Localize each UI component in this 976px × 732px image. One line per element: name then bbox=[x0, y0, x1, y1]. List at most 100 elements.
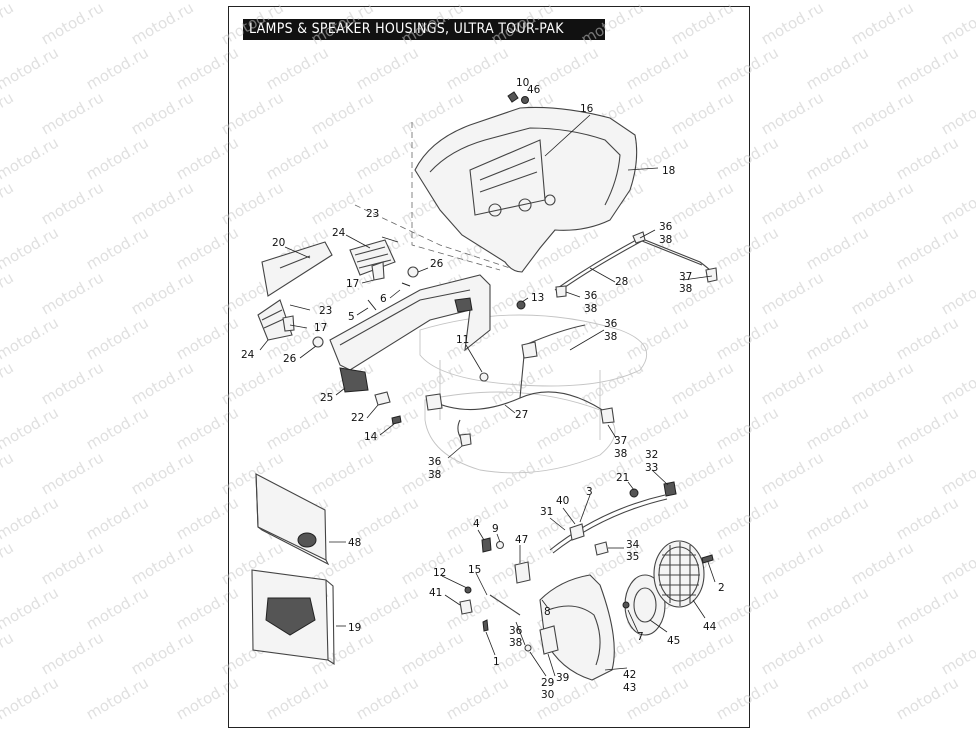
watermark-text: motod.ru bbox=[128, 358, 197, 408]
watermark-text: motod.ru bbox=[128, 448, 197, 498]
watermark-text: motod.ru bbox=[803, 43, 872, 93]
callout-11: 11 bbox=[456, 334, 469, 346]
watermark-text: motod.ru bbox=[0, 0, 17, 48]
callout-4: 4 bbox=[473, 518, 480, 530]
bracket-22 bbox=[374, 391, 391, 406]
watermark-text: motod.ru bbox=[488, 268, 557, 318]
watermark-text: motod.ru bbox=[38, 0, 107, 48]
watermark-text: motod.ru bbox=[38, 88, 107, 138]
watermark-text: motod.ru bbox=[173, 583, 242, 633]
watermark-text: motod.ru bbox=[83, 223, 152, 273]
watermark-text: motod.ru bbox=[38, 538, 107, 588]
watermark-text: motod.ru bbox=[893, 313, 962, 363]
callout-14: 14 bbox=[364, 431, 378, 443]
callout-2: 2 bbox=[718, 582, 725, 594]
callout-7: 7 bbox=[637, 631, 644, 643]
watermark-text: motod.ru bbox=[533, 313, 602, 363]
watermark-text: motod.ru bbox=[0, 43, 62, 93]
grommet-11 bbox=[479, 372, 489, 382]
watermark-text: motod.ru bbox=[623, 223, 692, 273]
watermark-text: motod.ru bbox=[0, 358, 17, 408]
callout-45: 45 bbox=[667, 635, 680, 647]
speaker-45 bbox=[624, 574, 666, 636]
watermark-text: motod.ru bbox=[848, 268, 917, 318]
callout-10: 10 bbox=[516, 77, 529, 89]
watermark-text: motod.ru bbox=[848, 448, 917, 498]
callout-25: 25 bbox=[320, 392, 333, 404]
callout-30: 30 bbox=[541, 689, 554, 701]
watermark-text: motod.ru bbox=[263, 43, 332, 93]
watermark-text: motod.ru bbox=[83, 403, 152, 453]
watermark-text: motod.ru bbox=[353, 583, 422, 633]
watermark-text: motod.ru bbox=[668, 178, 737, 228]
watermark-text: motod.ru bbox=[83, 673, 152, 723]
callout-numbers: 10 46 16 18 23 24 20 26 17 6 5 23 17 24 … bbox=[241, 77, 725, 701]
callout-23b: 23 bbox=[319, 305, 332, 317]
watermark-text: motod.ru bbox=[893, 493, 962, 543]
watermark-text: motod.ru bbox=[893, 43, 962, 93]
watermark-text: motod.ru bbox=[0, 403, 62, 453]
watermark-text: motod.ru bbox=[173, 403, 242, 453]
watermark-text: motod.ru bbox=[128, 178, 197, 228]
harness-28 bbox=[554, 231, 718, 298]
assembly-lines bbox=[354, 122, 511, 271]
watermark-text: motod.ru bbox=[128, 0, 197, 48]
screw-14 bbox=[391, 415, 402, 425]
watermark-text: motod.ru bbox=[0, 493, 62, 543]
tour-pak-body bbox=[414, 106, 638, 273]
watermark-text: motod.ru bbox=[938, 358, 976, 408]
reflector-20 bbox=[261, 241, 333, 297]
watermark-text: motod.ru bbox=[848, 0, 917, 48]
watermark-text: motod.ru bbox=[0, 628, 17, 678]
nut-21 bbox=[629, 488, 639, 498]
watermark-text: motod.ru bbox=[173, 313, 242, 363]
watermark-text: motod.ru bbox=[893, 223, 962, 273]
callout-1: 1 bbox=[493, 656, 500, 668]
watermark-text: motod.ru bbox=[173, 673, 242, 723]
callout-29: 29 bbox=[541, 677, 554, 689]
callout-38c: 38 bbox=[679, 283, 692, 295]
callout-32: 32 bbox=[645, 449, 658, 461]
watermark-text: motod.ru bbox=[848, 628, 917, 678]
watermark-text: motod.ru bbox=[263, 403, 332, 453]
watermark-text: motod.ru bbox=[38, 268, 107, 318]
watermark-text: motod.ru bbox=[893, 583, 962, 633]
callout-44: 44 bbox=[703, 621, 717, 633]
watermark-text: motod.ru bbox=[578, 358, 647, 408]
speaker-housing-42 bbox=[539, 574, 615, 681]
callout-47: 47 bbox=[515, 534, 528, 546]
watermark-text: motod.ru bbox=[128, 88, 197, 138]
watermark-text: motod.ru bbox=[668, 358, 737, 408]
watermark-text: motod.ru bbox=[353, 43, 422, 93]
watermark-text: motod.ru bbox=[128, 268, 197, 318]
callout-35: 35 bbox=[626, 551, 639, 563]
callout-19: 19 bbox=[348, 622, 361, 634]
callout-38e: 38 bbox=[614, 448, 627, 460]
watermark-text: motod.ru bbox=[0, 313, 62, 363]
watermark-text: motod.ru bbox=[38, 628, 107, 678]
callout-36b: 36 bbox=[659, 221, 673, 233]
watermark-text: motod.ru bbox=[713, 673, 782, 723]
callout-38d: 38 bbox=[604, 331, 617, 343]
watermark-text: motod.ru bbox=[0, 448, 17, 498]
watermark-text: motod.ru bbox=[0, 538, 17, 588]
watermark-text: motod.ru bbox=[533, 43, 602, 93]
callout-28: 28 bbox=[615, 276, 628, 288]
harness-3 bbox=[549, 494, 668, 554]
callout-37b: 37 bbox=[614, 435, 627, 447]
callout-41: 41 bbox=[429, 587, 442, 599]
bracket-39 bbox=[539, 625, 559, 655]
watermark-text: motod.ru bbox=[83, 493, 152, 543]
watermark-text: motod.ru bbox=[893, 673, 962, 723]
watermark-text: motod.ru bbox=[38, 178, 107, 228]
watermark-text: motod.ru bbox=[938, 538, 976, 588]
watermark-text: motod.ru bbox=[83, 583, 152, 633]
watermark-text: motod.ru bbox=[38, 448, 107, 498]
callout-9: 9 bbox=[492, 523, 499, 535]
watermark-text: motod.ru bbox=[848, 88, 917, 138]
bulb-holders bbox=[282, 261, 419, 348]
watermark-text: motod.ru bbox=[173, 223, 242, 273]
watermark-text: motod.ru bbox=[218, 358, 287, 408]
callout-27: 27 bbox=[515, 409, 528, 421]
connector-32-33 bbox=[663, 481, 677, 497]
